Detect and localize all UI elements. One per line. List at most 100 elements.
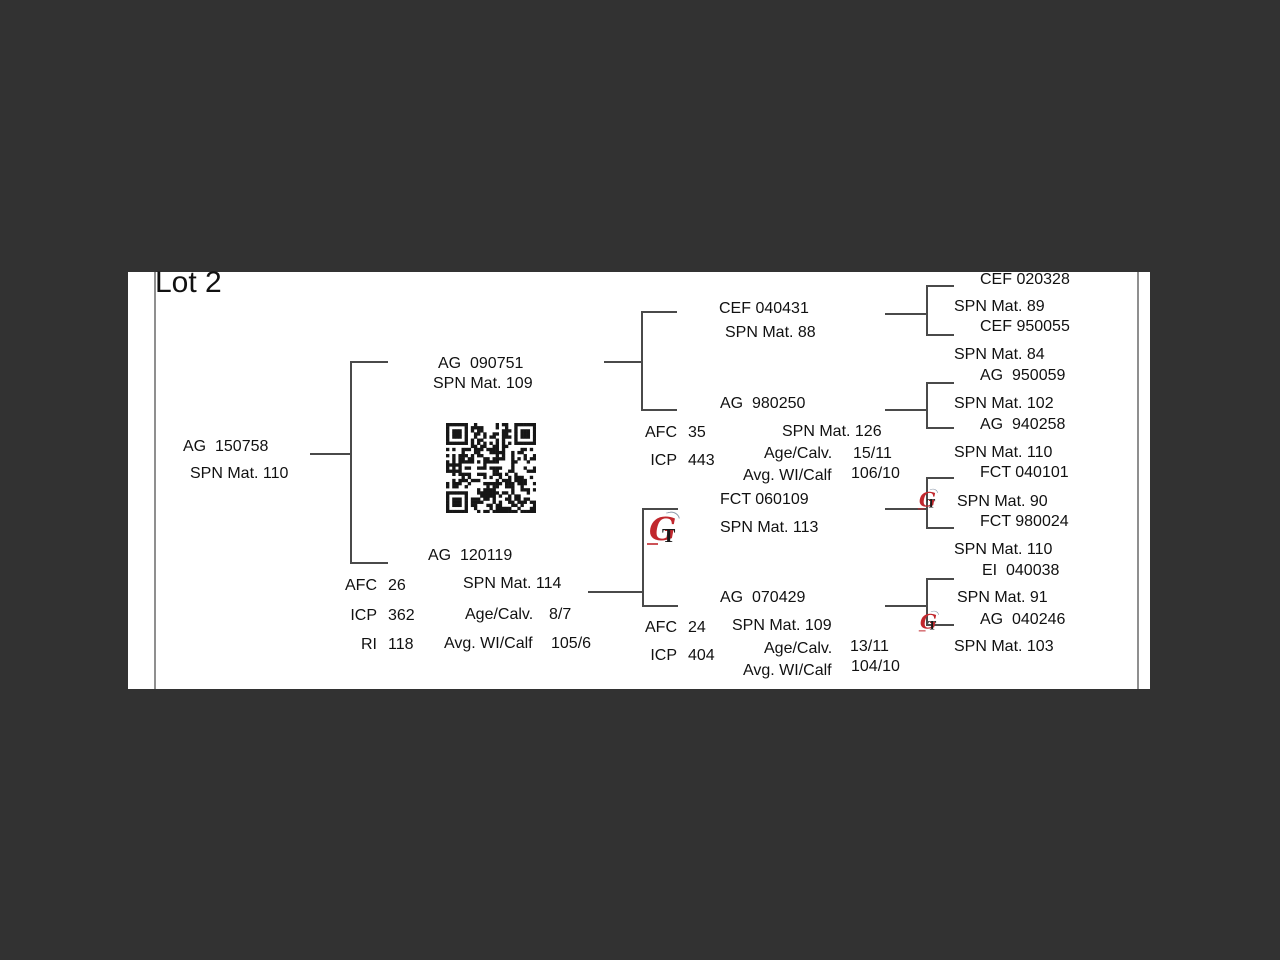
dam-dam-age-value: 13/11 [850, 638, 889, 655]
dam-dam-stat-value: 404 [688, 647, 715, 664]
sire-name: AG 090751 [438, 355, 524, 372]
pedigree-line [926, 477, 954, 479]
pedigree-line [926, 285, 954, 287]
gen3-name: FCT 980024 [980, 513, 1069, 530]
pedigree-line [641, 409, 677, 411]
gt-logo-t: T [927, 497, 936, 511]
gt-logo-g: G [649, 510, 677, 548]
subject-name: AG 150758 [183, 438, 269, 455]
dam-age-value: 8/7 [549, 606, 572, 623]
dam-stat-label: AFC [345, 577, 377, 594]
gt-logo: G T [917, 487, 940, 513]
sire-dam-age-label: Age/Calv. [764, 445, 833, 462]
dam-stat-value: 118 [388, 636, 414, 653]
sire-dam-stat-value: 443 [688, 452, 715, 469]
gen3-spn: SPN Mat. 90 [957, 493, 1048, 510]
gen3-name: AG 950059 [980, 367, 1066, 384]
catalog-page: Lot 2 AG 150758 SPN Mat. 110 AG 090751 S… [128, 268, 1150, 689]
dam-age-label: Age/Calv. [465, 606, 534, 623]
left-column-rule [154, 272, 156, 689]
pedigree-line [885, 605, 926, 607]
pedigree-line [926, 382, 954, 384]
pedigree-line [350, 361, 388, 363]
pedigree-line [588, 591, 642, 593]
gt-logo-t: T [928, 619, 937, 633]
gen3-spn: SPN Mat. 110 [954, 444, 1053, 461]
pedigree-line [885, 313, 926, 315]
gen3-spn: SPN Mat. 91 [957, 589, 1048, 606]
dam-avg-label: Avg. WI/Calf [444, 635, 533, 652]
pedigree-line [310, 453, 350, 455]
gt-logo-redline [647, 543, 658, 545]
sire-sire-name: CEF 040431 [719, 300, 809, 317]
pedigree-line [926, 427, 954, 429]
gen3-name: CEF 950055 [980, 318, 1070, 335]
pedigree-line [926, 285, 928, 334]
sire-dam-stat-label: ICP [650, 452, 677, 469]
right-column-rule [1137, 272, 1139, 689]
gen3-spn: SPN Mat. 89 [954, 298, 1045, 315]
dam-dam-stat-label: AFC [645, 619, 677, 636]
pedigree-line [926, 578, 928, 624]
dam-name: AG 120119 [428, 547, 513, 564]
dam-avg-value: 105/6 [551, 635, 592, 652]
pedigree-line [350, 562, 388, 564]
dam-dam-age-label: Age/Calv. [764, 640, 833, 657]
sire-dam-age-value: 15/11 [853, 445, 892, 462]
dam-stat-value: 26 [388, 577, 406, 594]
gen3-name: CEF 020328 [980, 271, 1070, 288]
pedigree-line [926, 477, 928, 527]
dam-stat-label: ICP [350, 607, 377, 624]
pedigree-line [885, 409, 926, 411]
gt-logo-t: T [662, 525, 676, 547]
gt-logo: G T [647, 509, 683, 550]
pedigree-line [926, 578, 954, 580]
gt-logo-redline [918, 630, 926, 632]
pedigree-line [926, 334, 954, 336]
gt-logo-redline [917, 508, 925, 510]
gen3-name: AG 940258 [980, 416, 1066, 433]
sire-dam-stat-value: 35 [688, 424, 706, 441]
gen3-spn: SPN Mat. 84 [954, 346, 1045, 363]
gen3-name: FCT 040101 [980, 464, 1069, 481]
sire-dam-name: AG 980250 [720, 395, 806, 412]
gen3-name: AG 040246 [980, 611, 1066, 628]
subject-spn: SPN Mat. 110 [190, 465, 289, 482]
gen3-spn: SPN Mat. 110 [954, 541, 1053, 558]
pedigree-line [642, 508, 678, 510]
pedigree-line [641, 311, 677, 313]
dam-sire-name: FCT 060109 [720, 491, 809, 508]
dam-dam-avg-label: Avg. WI/Calf [743, 662, 832, 679]
gt-logo-g: G [919, 487, 936, 512]
gt-logo-g: G [920, 609, 937, 634]
dam-dam-stat-value: 24 [688, 619, 706, 636]
pedigree-line [885, 508, 926, 510]
gen3-spn: SPN Mat. 103 [954, 638, 1054, 655]
lot-title: Lot 2 [155, 266, 222, 299]
pedigree-line [926, 382, 928, 427]
sire-dam-avg-label: Avg. WI/Calf [743, 467, 832, 484]
pedigree-line [926, 527, 954, 529]
pedigree-line [641, 311, 643, 409]
sire-spn: SPN Mat. 109 [433, 375, 533, 392]
dam-sire-spn: SPN Mat. 113 [720, 519, 819, 536]
dam-dam-spn: SPN Mat. 109 [732, 617, 832, 634]
dam-stat-label: RI [361, 636, 377, 653]
pedigree-line [926, 624, 954, 626]
sire-dam-avg-value: 106/10 [851, 465, 900, 482]
dam-dam-name: AG 070429 [720, 589, 806, 606]
pedigree-line [642, 605, 678, 607]
pedigree-line [604, 361, 641, 363]
sire-dam-stat-label: AFC [645, 424, 677, 441]
gen3-name: EI 040038 [982, 562, 1060, 579]
pedigree-line [350, 361, 352, 562]
qr-code [446, 423, 536, 513]
gen3-spn: SPN Mat. 102 [954, 395, 1054, 412]
sire-sire-spn: SPN Mat. 88 [725, 324, 816, 341]
gt-logo: G T [918, 609, 941, 635]
dam-stat-value: 362 [388, 607, 415, 624]
sire-dam-spn: SPN Mat. 126 [782, 423, 882, 440]
dam-spn: SPN Mat. 114 [463, 575, 562, 592]
pedigree-line [642, 508, 644, 605]
